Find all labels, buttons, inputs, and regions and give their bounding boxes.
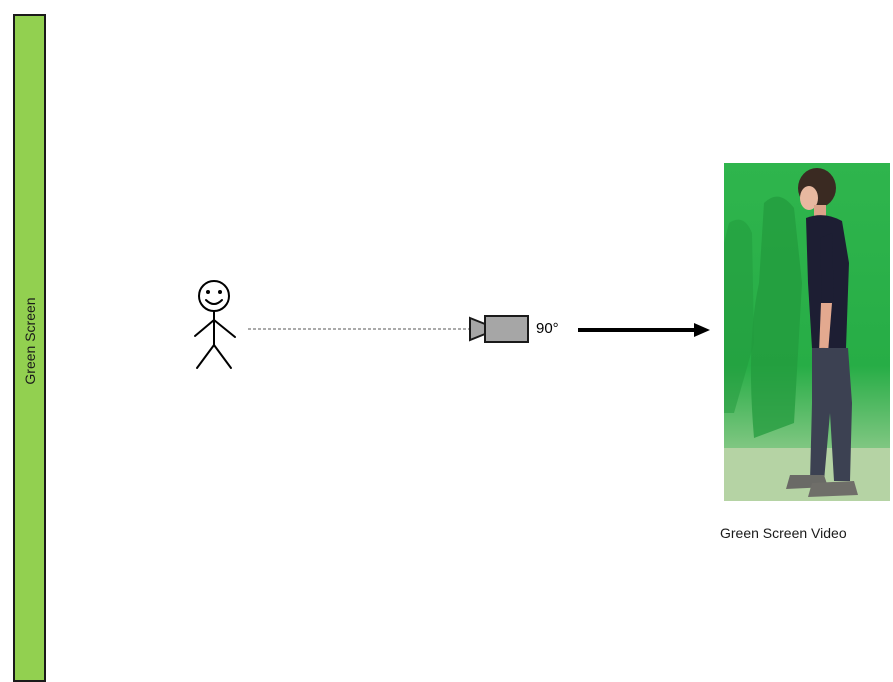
- person-side-view-image: [724, 163, 890, 501]
- output-arrow: [578, 323, 710, 337]
- camera-angle-label: 90°: [536, 320, 559, 337]
- green-screen-video-caption: Green Screen Video: [720, 525, 847, 541]
- person-figure: [195, 281, 235, 368]
- camera-icon: [470, 316, 528, 342]
- green-screen-video-frame: [724, 163, 890, 501]
